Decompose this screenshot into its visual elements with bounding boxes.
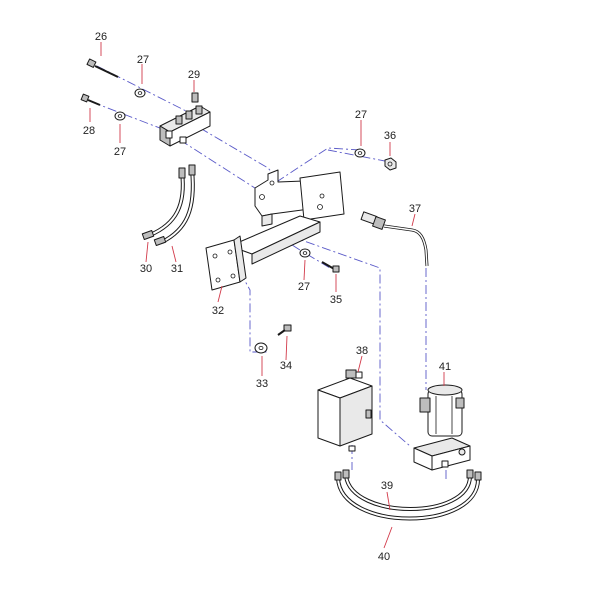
bolt-28 (80, 93, 101, 106)
washer-33 (254, 342, 268, 354)
part-labels: 26 27 29 28 27 27 36 37 30 31 32 27 35 3… (83, 31, 451, 563)
hose-39 (342, 469, 474, 511)
washer-27-right (354, 148, 366, 158)
nut-36 (384, 157, 397, 171)
label-30: 30 (140, 263, 152, 275)
label-35: 35 (330, 294, 342, 306)
label-27-left: 27 (114, 146, 126, 158)
label-34: 34 (280, 360, 292, 372)
leader-lines (89, 42, 445, 549)
label-26: 26 (95, 31, 107, 43)
bolt-26 (86, 58, 119, 78)
washer-27-left (114, 111, 126, 121)
washer-27-top (134, 88, 146, 98)
cable-37 (360, 211, 429, 267)
manifold-block-29 (159, 92, 211, 147)
label-38: 38 (356, 345, 368, 357)
screw-35 (321, 261, 340, 273)
label-33: 33 (256, 378, 268, 390)
label-39: 39 (381, 480, 393, 492)
label-27-lower: 27 (298, 281, 310, 293)
bracket-32 (205, 169, 345, 291)
label-27-top: 27 (137, 54, 149, 66)
label-31: 31 (171, 263, 183, 275)
hose-40 (334, 471, 482, 521)
label-37: 37 (409, 203, 421, 215)
label-41: 41 (439, 361, 451, 373)
label-40: 40 (378, 551, 390, 563)
hose-30 (141, 167, 186, 241)
label-28: 28 (83, 125, 95, 137)
washer-27-lower (299, 248, 311, 258)
label-32: 32 (212, 305, 224, 317)
label-36: 36 (384, 130, 396, 142)
label-29: 29 (188, 69, 200, 81)
label-27-right: 27 (355, 109, 367, 121)
bolt-34 (277, 324, 292, 336)
pump-41 (413, 384, 471, 471)
reservoir-38 (317, 369, 373, 452)
hose-31 (153, 164, 196, 247)
